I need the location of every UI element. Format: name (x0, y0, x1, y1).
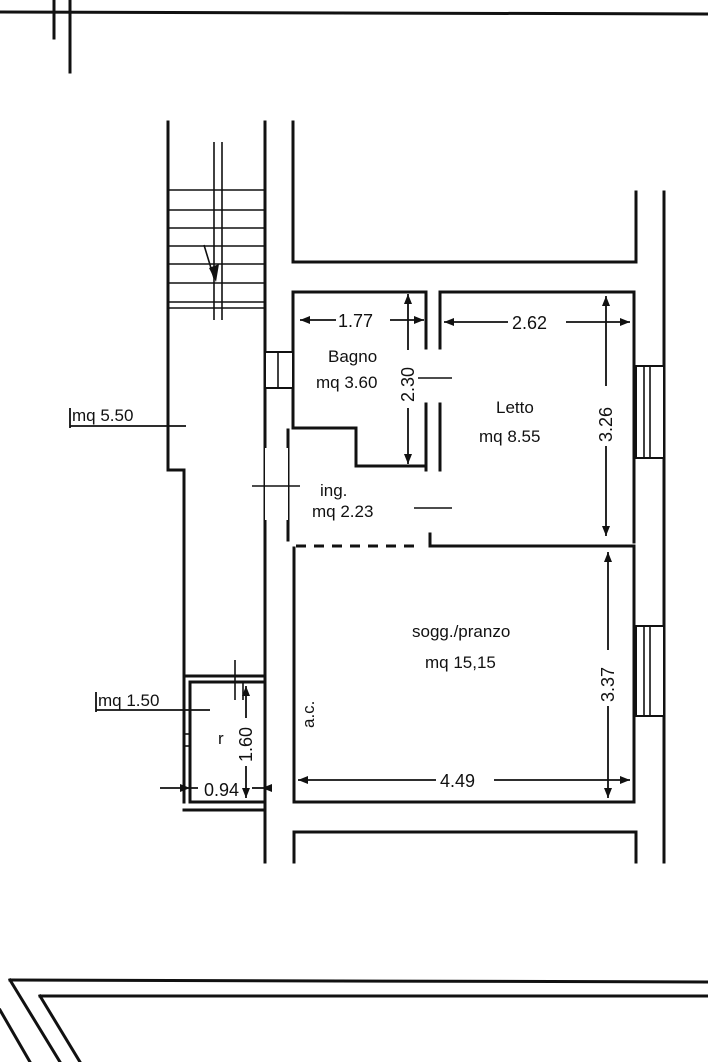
dim-letto-width: 2.62 (512, 313, 547, 333)
dim-ripostiglio-height: 1.60 (236, 727, 256, 762)
dimension-lines (69, 294, 630, 798)
dim-ripostiglio-width: 0.94 (204, 780, 239, 800)
room-ingresso-area: mq 2.23 (312, 502, 373, 521)
ripostiglio-walls (182, 660, 264, 812)
room-bagno-name: Bagno (328, 347, 377, 366)
top-border (0, 0, 708, 74)
room-ripostiglio-name: r (218, 729, 224, 748)
dim-soggiorno-height: 3.37 (598, 667, 618, 702)
dim-bagno-height: 2.30 (398, 367, 418, 402)
room-soggiorno-name: sogg./pranzo (412, 622, 510, 641)
bagno-letto-walls (292, 290, 665, 717)
corridor-area-label: mq 5.50 (72, 406, 133, 425)
soggiorno-walls (292, 546, 638, 864)
bottom-outline (0, 977, 708, 1062)
room-letto-name: Letto (496, 398, 534, 417)
room-letto-area: mq 8.55 (479, 427, 540, 446)
dim-soggiorno-width: 4.49 (440, 771, 475, 791)
room-bagno-area: mq 3.60 (316, 373, 377, 392)
storage-area-label: mq 1.50 (98, 691, 159, 710)
room-soggiorno-area: mq 15,15 (425, 653, 496, 672)
staircase (166, 120, 267, 864)
unit-left-wall (252, 120, 666, 864)
dim-letto-height: 3.26 (596, 407, 616, 442)
annotation-ac: a.c. (299, 701, 318, 728)
room-ingresso-name: ing. (320, 481, 347, 500)
dim-bagno-width: 1.77 (338, 311, 373, 331)
